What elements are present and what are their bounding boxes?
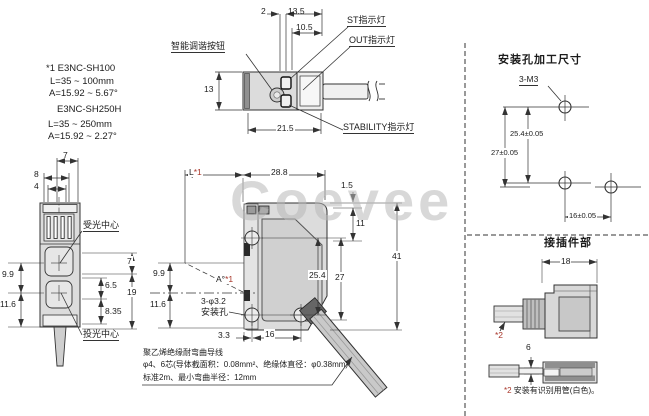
smart-tune-label: 智能调谐按钮	[171, 41, 226, 53]
hole-spec-label: 3-M3	[519, 74, 539, 86]
dim-41: 41	[391, 251, 403, 261]
mounting-panel-title: 安装孔加工尺寸	[498, 54, 582, 66]
out-indicator-label: OUT指示灯	[349, 35, 395, 47]
dim-16: 16	[264, 329, 276, 339]
dim-16-tol: 16±0.05	[568, 211, 598, 221]
dim-25-4: 25.4	[308, 270, 327, 280]
st-indicator	[280, 76, 292, 90]
model-note-line2: L=35 ~ 100mm	[50, 76, 114, 87]
model-note-line5: L=35 ~ 250mm	[48, 119, 112, 130]
receiver-window-side	[244, 243, 250, 256]
dim-9-9-front: 9.9	[2, 269, 14, 279]
wire-note-line2: φ4、6芯(导体截面积：0.08mm²、绝缘体直径：φ0.38mm)	[143, 360, 349, 369]
connector-panel-title: 接插件部	[544, 237, 592, 249]
mounting-hole-icon	[503, 95, 589, 121]
dim-6: 6	[526, 342, 531, 352]
dim-3-3: 3.3	[218, 330, 230, 340]
mount-hole-label-line1: 3-φ3.2	[201, 296, 226, 306]
dim-L: L*1	[188, 167, 203, 177]
dim-18: 18	[560, 256, 572, 266]
st-indicator-label: ST指示灯	[347, 15, 386, 27]
mount-hole-label-line2: 安装孔	[201, 307, 229, 317]
dim-A: A°*1	[215, 274, 235, 284]
dim-11-6-front: 11.6	[0, 299, 16, 309]
cable	[53, 326, 67, 367]
model-note-line3: A=15.92 ~ 5.67°	[49, 88, 118, 99]
tube-note: *2 安装有识别用管(白色)。	[504, 386, 599, 396]
stability-indicator	[280, 94, 292, 108]
model-note-line6: A=15.92 ~ 2.27°	[48, 131, 117, 142]
dim-13: 13	[204, 84, 214, 94]
dim-8-35: 8.35	[104, 306, 123, 316]
tube-note-body: 安装有识别用管(白色)。	[513, 386, 600, 395]
dim-6-5: 6.5	[104, 280, 118, 290]
dim-11: 11	[356, 218, 365, 228]
dim-27-tol: 27±0.05	[490, 148, 520, 158]
cable-exit	[298, 297, 388, 398]
mounting-hole-layout	[500, 85, 641, 222]
tube-note-ref: *2	[504, 386, 512, 395]
dim-7-right: 7	[126, 256, 133, 266]
dim-28-8: 28.8	[270, 167, 289, 177]
dim-21-5: 21.5	[276, 123, 295, 133]
dim-25-4-tol: 25.4±0.05	[509, 129, 545, 139]
connector-detail	[488, 259, 598, 385]
dim-8: 8	[34, 169, 39, 179]
dim-19: 19	[126, 287, 138, 297]
wire-note-line3: 标准2m、最小弯曲半径：12mm	[143, 373, 257, 382]
dim-4: 4	[34, 181, 39, 191]
model-note-line1: *1 E3NC-SH100	[46, 63, 116, 74]
receive-center-label: 受光中心	[83, 220, 120, 232]
sensor-top-view	[242, 71, 385, 111]
front-view-dimensions	[8, 158, 137, 336]
ref-1-mark: *1	[193, 167, 202, 177]
panel-dividers	[464, 43, 649, 416]
dim-27: 27	[334, 272, 346, 282]
dim-13-5: 13.5	[288, 6, 305, 16]
wire-note-line1: 聚乙烯绝缘耐弯曲导线	[143, 348, 223, 357]
ref-A-mark: *1	[225, 274, 234, 284]
dim-A-letter: A°	[216, 274, 226, 284]
dim-10-5: 10.5	[296, 22, 313, 32]
emitter-window-side	[244, 290, 250, 301]
ref-2-mark: *2	[495, 330, 504, 340]
dim-L-letter: L	[189, 167, 194, 177]
dim-11-6-side: 11.6	[150, 299, 166, 309]
sensor-front-view	[39, 197, 81, 367]
dim-2: 2	[261, 6, 266, 16]
stability-indicator-label: STABILITY指示灯	[343, 122, 415, 134]
dim-7-top: 7	[63, 150, 68, 160]
model-note-line4: E3NC-SH250H	[57, 104, 122, 115]
mounting-hole-icon	[500, 173, 641, 222]
dim-9-9-side: 9.9	[153, 268, 165, 278]
dim-1-5: 1.5	[341, 180, 353, 190]
mounting-hole-icon	[241, 227, 263, 249]
mounting-hole-icon	[503, 171, 591, 222]
emit-center-label: 投光中心	[83, 329, 120, 341]
